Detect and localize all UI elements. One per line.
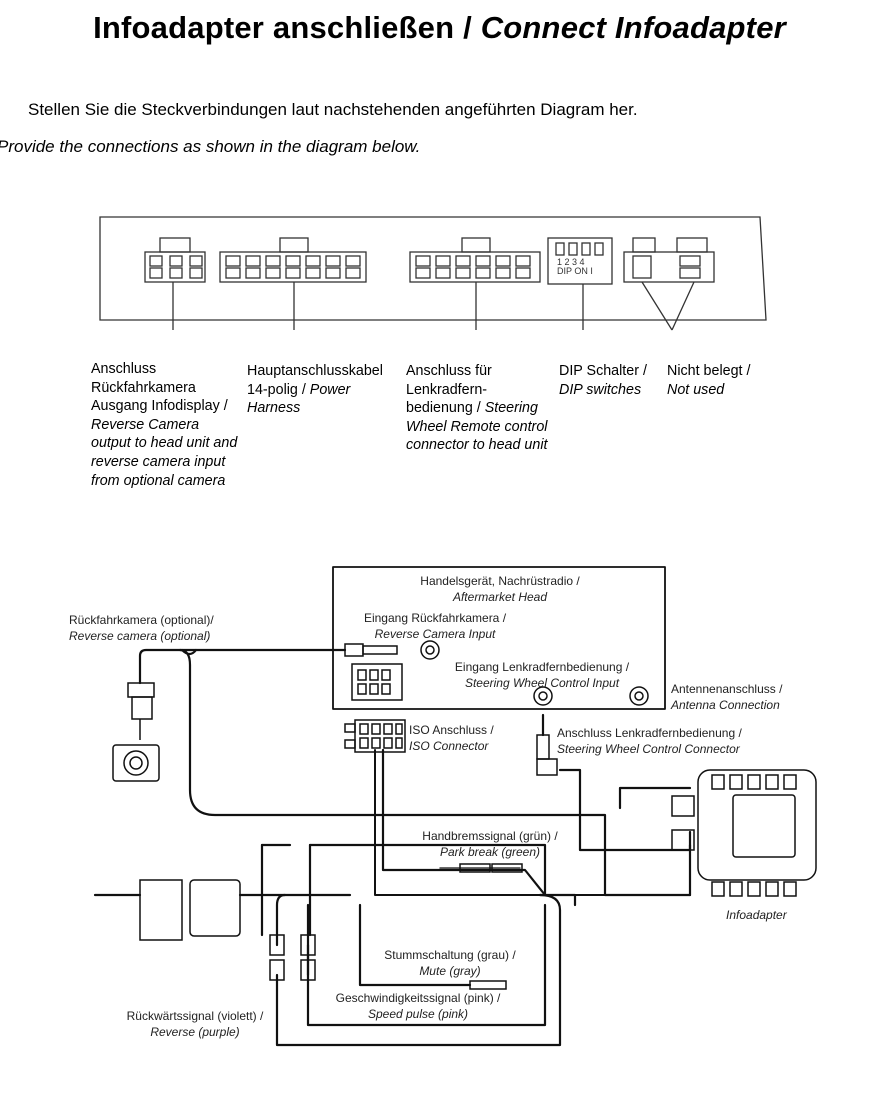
- caption-not-used: Nicht belegt / Not used: [667, 363, 751, 398]
- intro-en: Provide the connections as shown in the …: [0, 137, 421, 156]
- reverse-camera-connector: [144, 237, 206, 283]
- head-unit-iso-socket: [351, 663, 403, 701]
- title-de: Infoadapter anschließen /: [93, 10, 481, 45]
- title-en: Connect Infoadapter: [480, 10, 786, 45]
- camera-plug-top: [127, 682, 155, 698]
- power-harness-connector: [219, 237, 367, 283]
- label-reverse-signal: Rückwärtssignal (violett) /Reverse (purp…: [126, 1009, 264, 1039]
- label-iso: ISO Anschluss /ISO Connector: [409, 723, 494, 753]
- wiring-diagram: [93, 566, 817, 1047]
- label-swc-input: Eingang Lenkradfernbedienung /Steering W…: [454, 660, 630, 690]
- dip-switch-block: [547, 237, 613, 285]
- infoadapter-box: [697, 769, 817, 881]
- label-head-unit: Handelsgerät, Nachrüstradio /Aftermarket…: [420, 574, 580, 604]
- label-speed: Geschwindigkeitssignal (pink) /Speed pul…: [335, 991, 501, 1021]
- camera-cable: [138, 648, 347, 685]
- dip-numbers: 1 2 3 4: [557, 257, 585, 267]
- page-title: Infoadapter anschließen / Connect Infoad…: [0, 10, 879, 46]
- caption-dip-switches: DIP Schalter / DIP switches: [559, 363, 647, 398]
- label-park-brake: Handbremssignal (grün) /Park break (gree…: [422, 829, 558, 859]
- caption-steering-wheel: Anschluss für Lenkradfern-bedienung / St…: [406, 363, 548, 454]
- unused-connector: [623, 237, 715, 283]
- label-camera-input: Eingang Rückfahrkamera /Reverse Camera I…: [363, 611, 507, 641]
- adapter-panel-outline: [99, 216, 767, 321]
- caption-reverse-camera: Anschluss Rückfahrkamera Ausgang Infodis…: [91, 361, 238, 489]
- label-infoadapter: Infoadapter: [726, 908, 787, 922]
- intro-de: Stellen Sie die Steckverbindungen laut n…: [28, 100, 638, 119]
- iso-connector: [354, 719, 406, 753]
- label-mute: Stummschaltung (grau) /Mute (gray): [384, 948, 516, 978]
- dip-marks: DIP ON I: [557, 266, 593, 276]
- caption-power-harness: Hauptanschlusskabel 14-polig / Power Har…: [247, 363, 383, 417]
- camera-body: [112, 744, 160, 782]
- label-reverse-camera: Rückfahrkamera (optional)/Reverse camera…: [69, 613, 214, 643]
- head-unit-box: [332, 566, 666, 710]
- steering-wheel-connector: [409, 237, 541, 283]
- connector-panel-diagram: 1 2 3 4 DIP ON I: [99, 216, 767, 331]
- label-swc-connector: Anschluss Lenkradfernbedienung /Steering…: [557, 726, 742, 756]
- label-antenna: Antennenanschluss /Antenna Connection: [671, 682, 783, 712]
- vehicle-plug: [139, 879, 183, 941]
